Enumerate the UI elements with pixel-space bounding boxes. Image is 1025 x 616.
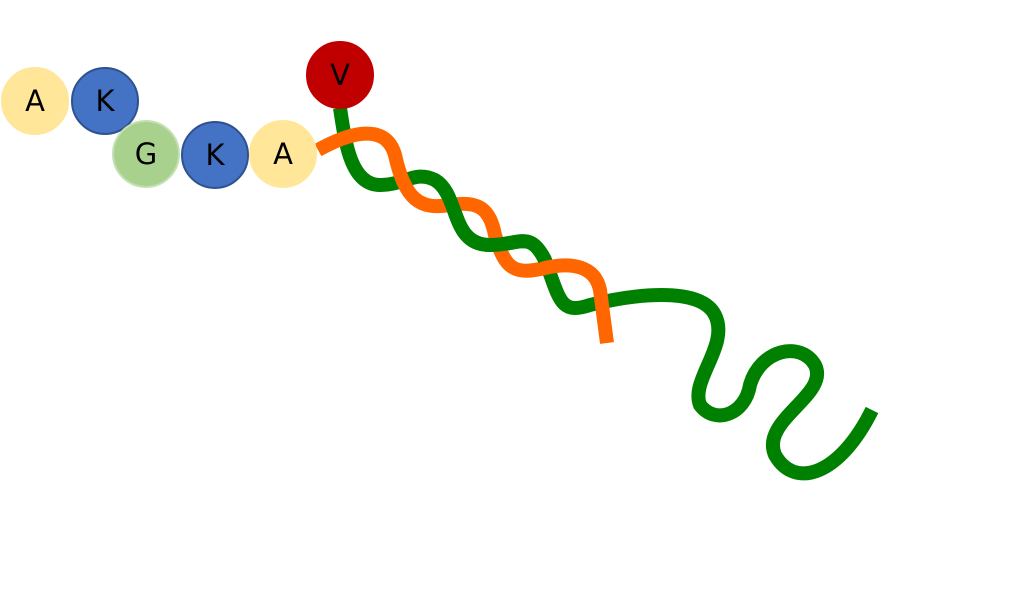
residue-v: V <box>306 41 374 109</box>
residue-a-2: A <box>249 120 317 188</box>
residue-k-1: K <box>71 67 139 135</box>
residue-a-1: A <box>1 67 69 135</box>
orange-strand <box>314 126 614 344</box>
residue-letter: K <box>205 138 225 172</box>
residue-letter: A <box>273 137 293 171</box>
residue-letter: A <box>25 84 45 118</box>
residue-g: G <box>112 120 180 188</box>
green-strand-overlap <box>430 174 552 264</box>
residue-letter: G <box>134 137 158 171</box>
residue-letter: V <box>330 58 350 92</box>
residue-k-2: K <box>181 121 249 189</box>
residue-letter: K <box>95 84 115 118</box>
